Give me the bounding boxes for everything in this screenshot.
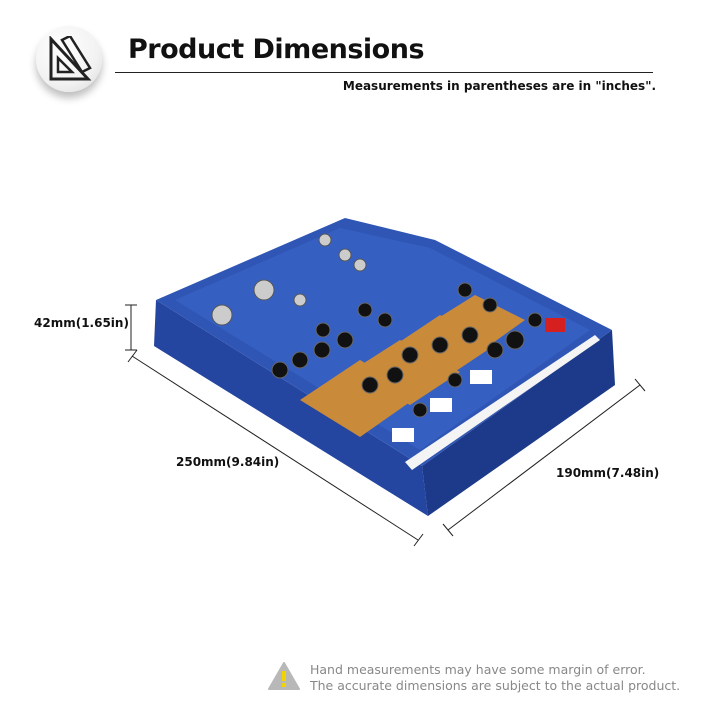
depth-label: 190mm(7.48in)	[556, 466, 660, 480]
mixer-right-face	[422, 330, 615, 516]
units-note: Measurements in parentheses are in "inch…	[342, 79, 656, 93]
page-title: Product Dimensions	[128, 34, 425, 65]
dimension-lines	[125, 304, 646, 547]
xlr-jacks	[211, 233, 367, 326]
height-label: 42mm(1.65in)	[34, 316, 129, 330]
title-divider	[115, 72, 653, 73]
width-label: 250mm(9.84in)	[176, 455, 280, 469]
fader-knob	[392, 428, 414, 442]
knobs	[271, 282, 543, 418]
mixer-front-face	[154, 300, 428, 516]
warning-icon	[268, 662, 300, 690]
disclaimer: Hand measurements may have some margin o…	[310, 662, 680, 694]
disclaimer-line-1: Hand measurements may have some margin o…	[310, 662, 646, 677]
ruler-triangle-icon	[36, 26, 102, 92]
disclaimer-line-2: The accurate dimensions are subject to t…	[310, 678, 681, 693]
